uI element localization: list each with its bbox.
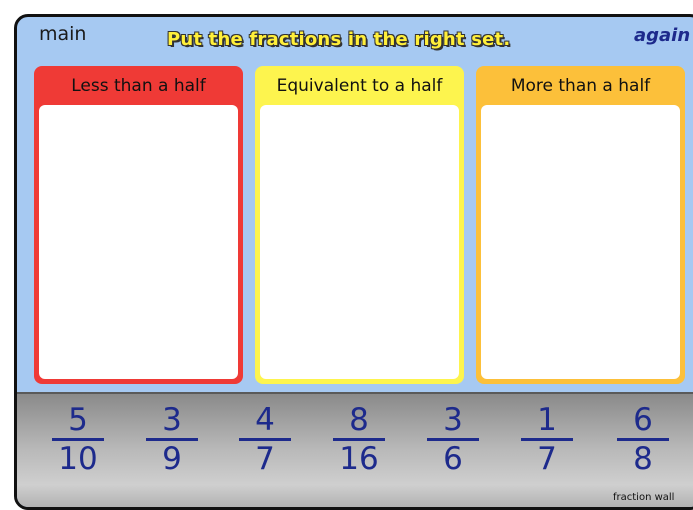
fraction-bar — [146, 438, 198, 441]
set-less-than-half[interactable]: Less than a half — [34, 66, 243, 384]
main-button[interactable]: main — [39, 23, 87, 45]
denominator: 6 — [443, 441, 463, 477]
numerator: 6 — [633, 402, 653, 438]
fraction-card[interactable]: 5 10 — [48, 402, 108, 477]
numerator: 3 — [162, 402, 182, 438]
set-label-less: Less than a half — [71, 76, 206, 96]
fraction-tray: 5 10 3 9 4 7 8 16 3 6 1 7 — [17, 392, 693, 507]
set-label-more: More than a half — [510, 76, 651, 96]
drop-zone-more[interactable] — [481, 105, 680, 379]
fraction-bar — [239, 438, 291, 441]
denominator: 7 — [537, 441, 557, 477]
instruction-title: Put the fractions in the right set. — [167, 29, 511, 50]
denominator: 7 — [255, 441, 275, 477]
fraction-bar — [617, 438, 669, 441]
denominator: 9 — [162, 441, 182, 477]
top-bar: main Put the fractions in the right set.… — [17, 17, 693, 63]
fraction-card[interactable]: 6 8 — [613, 402, 673, 477]
fraction-wall-button[interactable]: fraction wall — [613, 492, 675, 503]
fraction-card[interactable]: 4 7 — [235, 402, 295, 477]
fraction-card[interactable]: 8 16 — [329, 402, 389, 477]
set-equivalent-to-half[interactable]: Equivalent to a half — [255, 66, 464, 384]
set-more-than-half[interactable]: More than a half — [476, 66, 685, 384]
numerator: 8 — [349, 402, 369, 438]
fraction-card[interactable]: 1 7 — [517, 402, 577, 477]
drop-zone-less[interactable] — [39, 105, 238, 379]
fraction-card[interactable]: 3 9 — [142, 402, 202, 477]
fraction-card[interactable]: 3 6 — [423, 402, 483, 477]
numerator: 3 — [443, 402, 463, 438]
drop-zone-equivalent[interactable] — [260, 105, 459, 379]
set-label-equivalent: Equivalent to a half — [276, 76, 443, 96]
denominator: 8 — [633, 441, 653, 477]
fraction-bar — [333, 438, 385, 441]
numerator: 1 — [537, 402, 557, 438]
numerator: 4 — [255, 402, 275, 438]
fraction-bar — [521, 438, 573, 441]
denominator: 16 — [339, 441, 379, 477]
game-frame: main Put the fractions in the right set.… — [14, 14, 693, 510]
denominator: 10 — [58, 441, 98, 477]
fraction-bar — [52, 438, 104, 441]
fraction-bar — [427, 438, 479, 441]
numerator: 5 — [68, 402, 88, 438]
again-button[interactable]: again — [634, 25, 691, 46]
